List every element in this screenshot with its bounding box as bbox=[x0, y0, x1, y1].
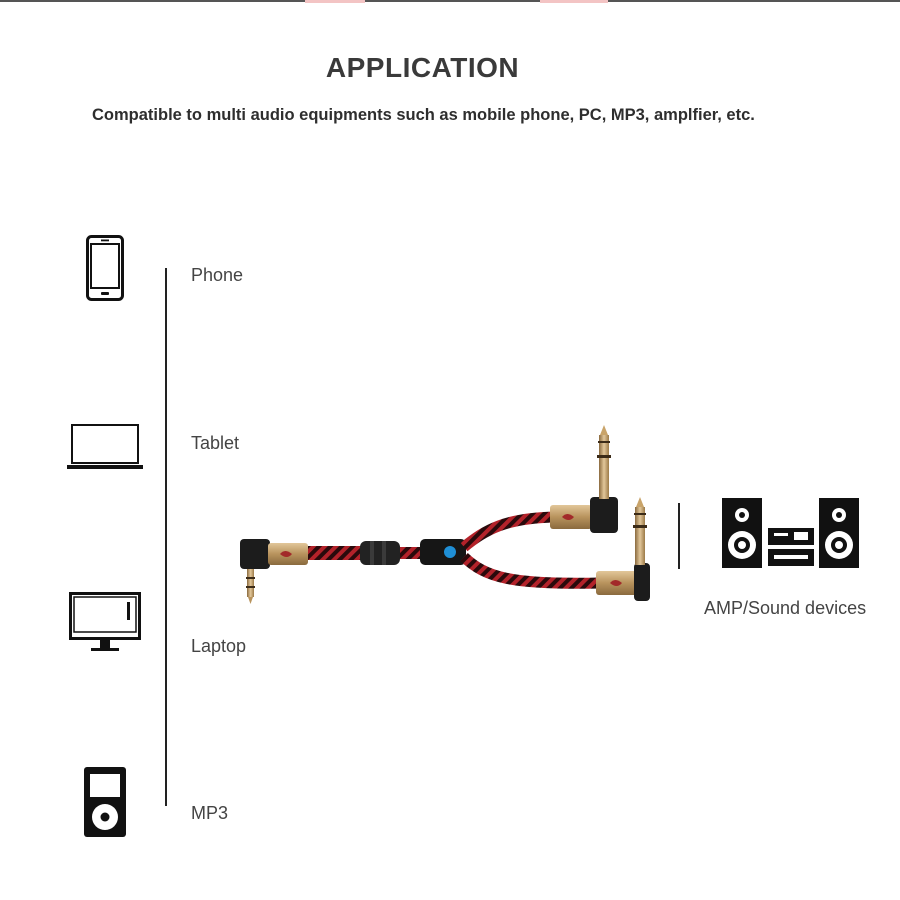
device-label-phone: Phone bbox=[191, 265, 244, 285]
output-label: AMP/Sound devices bbox=[704, 598, 867, 618]
top-accent-mark bbox=[305, 0, 365, 3]
device-list-divider bbox=[165, 268, 167, 806]
stereo-system-icon bbox=[722, 498, 859, 568]
device-label-laptop: Laptop bbox=[191, 636, 247, 656]
laptop-icon bbox=[67, 424, 143, 469]
device-label-tablet: Tablet bbox=[191, 433, 240, 453]
top-border-line bbox=[0, 0, 900, 2]
phone-icon bbox=[86, 235, 124, 301]
page-subtitle: Compatible to multi audio equipments suc… bbox=[92, 106, 755, 124]
monitor-icon bbox=[69, 592, 141, 651]
mp3-player-icon bbox=[84, 767, 126, 837]
top-accent-mark bbox=[540, 0, 608, 3]
device-label-mp3: MP3 bbox=[191, 803, 229, 823]
output-divider bbox=[678, 503, 680, 569]
page-title: APPLICATION bbox=[325, 52, 520, 83]
y-splitter-cable-image bbox=[240, 425, 650, 604]
